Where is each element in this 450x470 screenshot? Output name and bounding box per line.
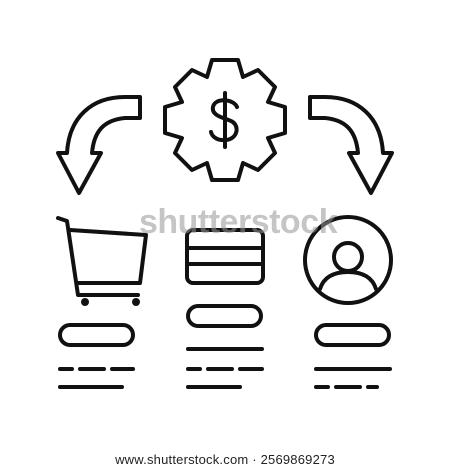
watermark: shutterstock [138,203,338,241]
gear-dollar-icon [163,58,287,182]
footer-image-id: 2569869273 [260,452,335,467]
cart-wheel [132,298,140,306]
shopping-cart-icon [56,216,148,306]
footer-separator: · [248,452,261,467]
footer: www.shutterstock.com · 2569869273 [0,452,450,467]
left-curved-arrow [56,95,142,195]
credit-card-icon [185,228,265,285]
cart-basket [68,228,148,285]
footer-site: www.shutterstock.com [115,452,249,467]
footer-bar [0,449,450,470]
card-info-block [186,304,264,389]
user-avatar-icon [303,215,393,305]
right-curved-arrow [308,95,394,195]
cart-info-block [58,323,135,389]
dollar-sign-icon [209,91,239,149]
cart-wheel [81,298,89,306]
user-info-block [314,323,392,389]
gear-outline [163,58,287,182]
cart-handle [56,216,140,297]
